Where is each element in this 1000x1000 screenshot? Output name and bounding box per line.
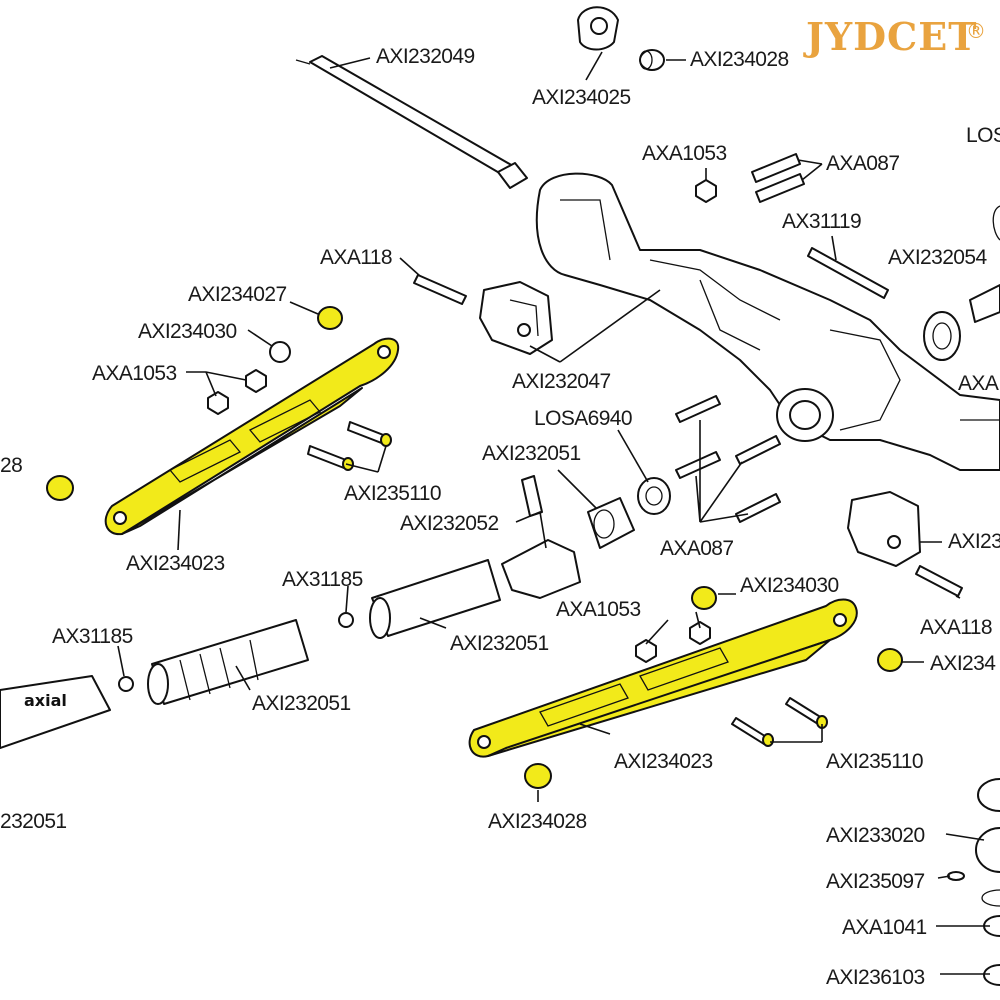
drive-shaft (295, 55, 528, 189)
label-axa118-right: AXA118 (920, 616, 992, 639)
label-axi236103: AXI236103 (826, 966, 925, 989)
label-axa1053-left: AXA1053 (92, 362, 177, 385)
label-ax31185-b: AX31185 (52, 625, 133, 648)
yoke-axi232052 (501, 475, 581, 599)
screws-axa087-mid (675, 395, 781, 523)
coupler-small (587, 497, 635, 549)
label-axi232051-b: AXI232051 (450, 632, 549, 655)
nuts-axa1053 (207, 369, 711, 663)
label-ax31185-a: AX31185 (282, 568, 363, 591)
label-axa1053-right: AXA1053 (556, 598, 641, 621)
bushing-top (639, 49, 665, 71)
label-axi234030-right: AXI234030 (740, 574, 839, 597)
bushing-axi234030-left (269, 341, 291, 363)
label-axa087-top: AXA087 (826, 152, 899, 175)
link-arm-right-highlight (468, 598, 858, 758)
label-axi235110-left: AXI235110 (344, 482, 441, 505)
bearing-losa6940 (637, 477, 671, 515)
tube-axi232051-mid (369, 559, 501, 639)
cut-part (992, 205, 1000, 241)
axle-housing (535, 172, 1000, 471)
screws-axa087-top (751, 153, 805, 203)
bushings-highlight (46, 306, 903, 789)
part-labels: AXI232049 AXI234028 AXI234025 AXA1053 AX… (0, 45, 1000, 989)
label-losa6940: LOSA6940 (534, 407, 632, 430)
link-mount-left (479, 281, 553, 355)
brand-mark: ® (966, 19, 986, 43)
label-axi233020: AXI233020 (826, 824, 925, 847)
svg-text:axial: axial (24, 691, 67, 710)
tube-axi232051-bottom: axial (0, 675, 111, 749)
label-232051-cut: 232051 (0, 810, 66, 833)
label-axi234028-bottom: AXI234028 (488, 810, 587, 833)
label-axi235110-right: AXI235110 (826, 750, 923, 773)
label-axi234028-top: AXI234028 (690, 48, 789, 71)
label-28-cut: 28 (0, 454, 22, 477)
label-axa-cut: AXA (958, 372, 999, 395)
leader-lines (117, 51, 990, 975)
label-axa087-mid: AXA087 (660, 537, 733, 560)
label-axi232051-c: AXI232051 (252, 692, 351, 715)
label-los-cut: LOS (966, 124, 1000, 147)
label-axi232049: AXI232049 (376, 45, 475, 68)
label-axi234027: AXI234027 (188, 283, 287, 306)
shaft-stub (969, 284, 1000, 323)
label-axi232051-a: AXI232051 (482, 442, 581, 465)
link-mount-right (847, 491, 921, 567)
label-axa118-left: AXA118 (320, 246, 392, 269)
label-ax31119: AX31119 (782, 210, 861, 233)
splined-shaft (147, 619, 309, 705)
label-axi234-cut: AXI234 (930, 652, 996, 675)
label-axi232052: AXI232052 (400, 512, 499, 535)
label-axi234025: AXI234025 (532, 86, 631, 109)
label-axa1053-top: AXA1053 (642, 142, 727, 165)
brand-logo: JYDCET ® (803, 14, 986, 59)
screw-axa118-right (915, 565, 963, 597)
link-arm-left-highlight (104, 337, 400, 536)
screws-axi235110 (307, 421, 828, 747)
label-axi232054: AXI232054 (888, 246, 987, 269)
nut-top (695, 179, 717, 203)
label-axi234023-left: AXI234023 (126, 552, 225, 575)
label-axi232047: AXI232047 (512, 370, 611, 393)
label-axi235097: AXI235097 (826, 870, 925, 893)
brand-name: JYDCET (803, 14, 978, 59)
knuckle-part (577, 6, 619, 51)
screw-axa118-left (413, 274, 467, 305)
label-axa1041: AXA1041 (842, 916, 927, 939)
screws-ax31185 (118, 612, 354, 692)
label-axi23-cut: AXI23 (948, 530, 1000, 553)
long-screw (807, 247, 889, 299)
label-axi234030-left: AXI234030 (138, 320, 237, 343)
bearing-right (923, 311, 961, 361)
shock-stack-parts (947, 778, 1000, 986)
label-axi234023-right: AXI234023 (614, 750, 713, 773)
